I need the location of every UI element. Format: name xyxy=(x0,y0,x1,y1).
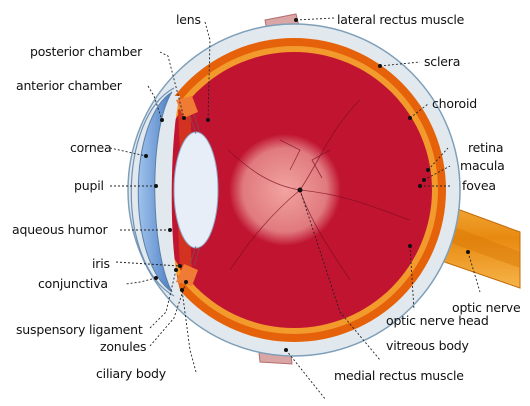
label-iris: iris xyxy=(92,256,110,271)
label-zonules: zonules xyxy=(100,339,146,354)
label-ciliary-body: ciliary body xyxy=(96,366,166,381)
label-optic-nerve-head: optic nerve head xyxy=(386,313,489,328)
label-cornea: cornea xyxy=(70,140,112,155)
label-retina: retina xyxy=(468,140,503,155)
center-glow-shape xyxy=(229,134,341,246)
label-conjunctiva: conjunctiva xyxy=(38,276,108,291)
label-anterior-chamber: anterior chamber xyxy=(16,78,122,93)
label-fovea: fovea xyxy=(462,178,496,193)
label-pupil: pupil xyxy=(74,178,104,193)
label-choroid: choroid xyxy=(432,96,477,111)
lens-shape xyxy=(174,132,218,248)
label-sclera: sclera xyxy=(424,54,460,69)
label-macula: macula xyxy=(460,158,505,173)
label-medial-rectus-muscle: medial rectus muscle xyxy=(334,368,464,383)
label-aqueous-humor: aqueous humor xyxy=(12,222,107,237)
label-posterior-chamber: posterior chamber xyxy=(30,44,142,59)
label-vitreous-body: vitreous body xyxy=(386,338,469,353)
label-lens: lens xyxy=(176,12,201,27)
label-suspensory-ligament: suspensory ligament xyxy=(16,322,143,337)
label-lateral-rectus-muscle: lateral rectus muscle xyxy=(337,12,464,27)
